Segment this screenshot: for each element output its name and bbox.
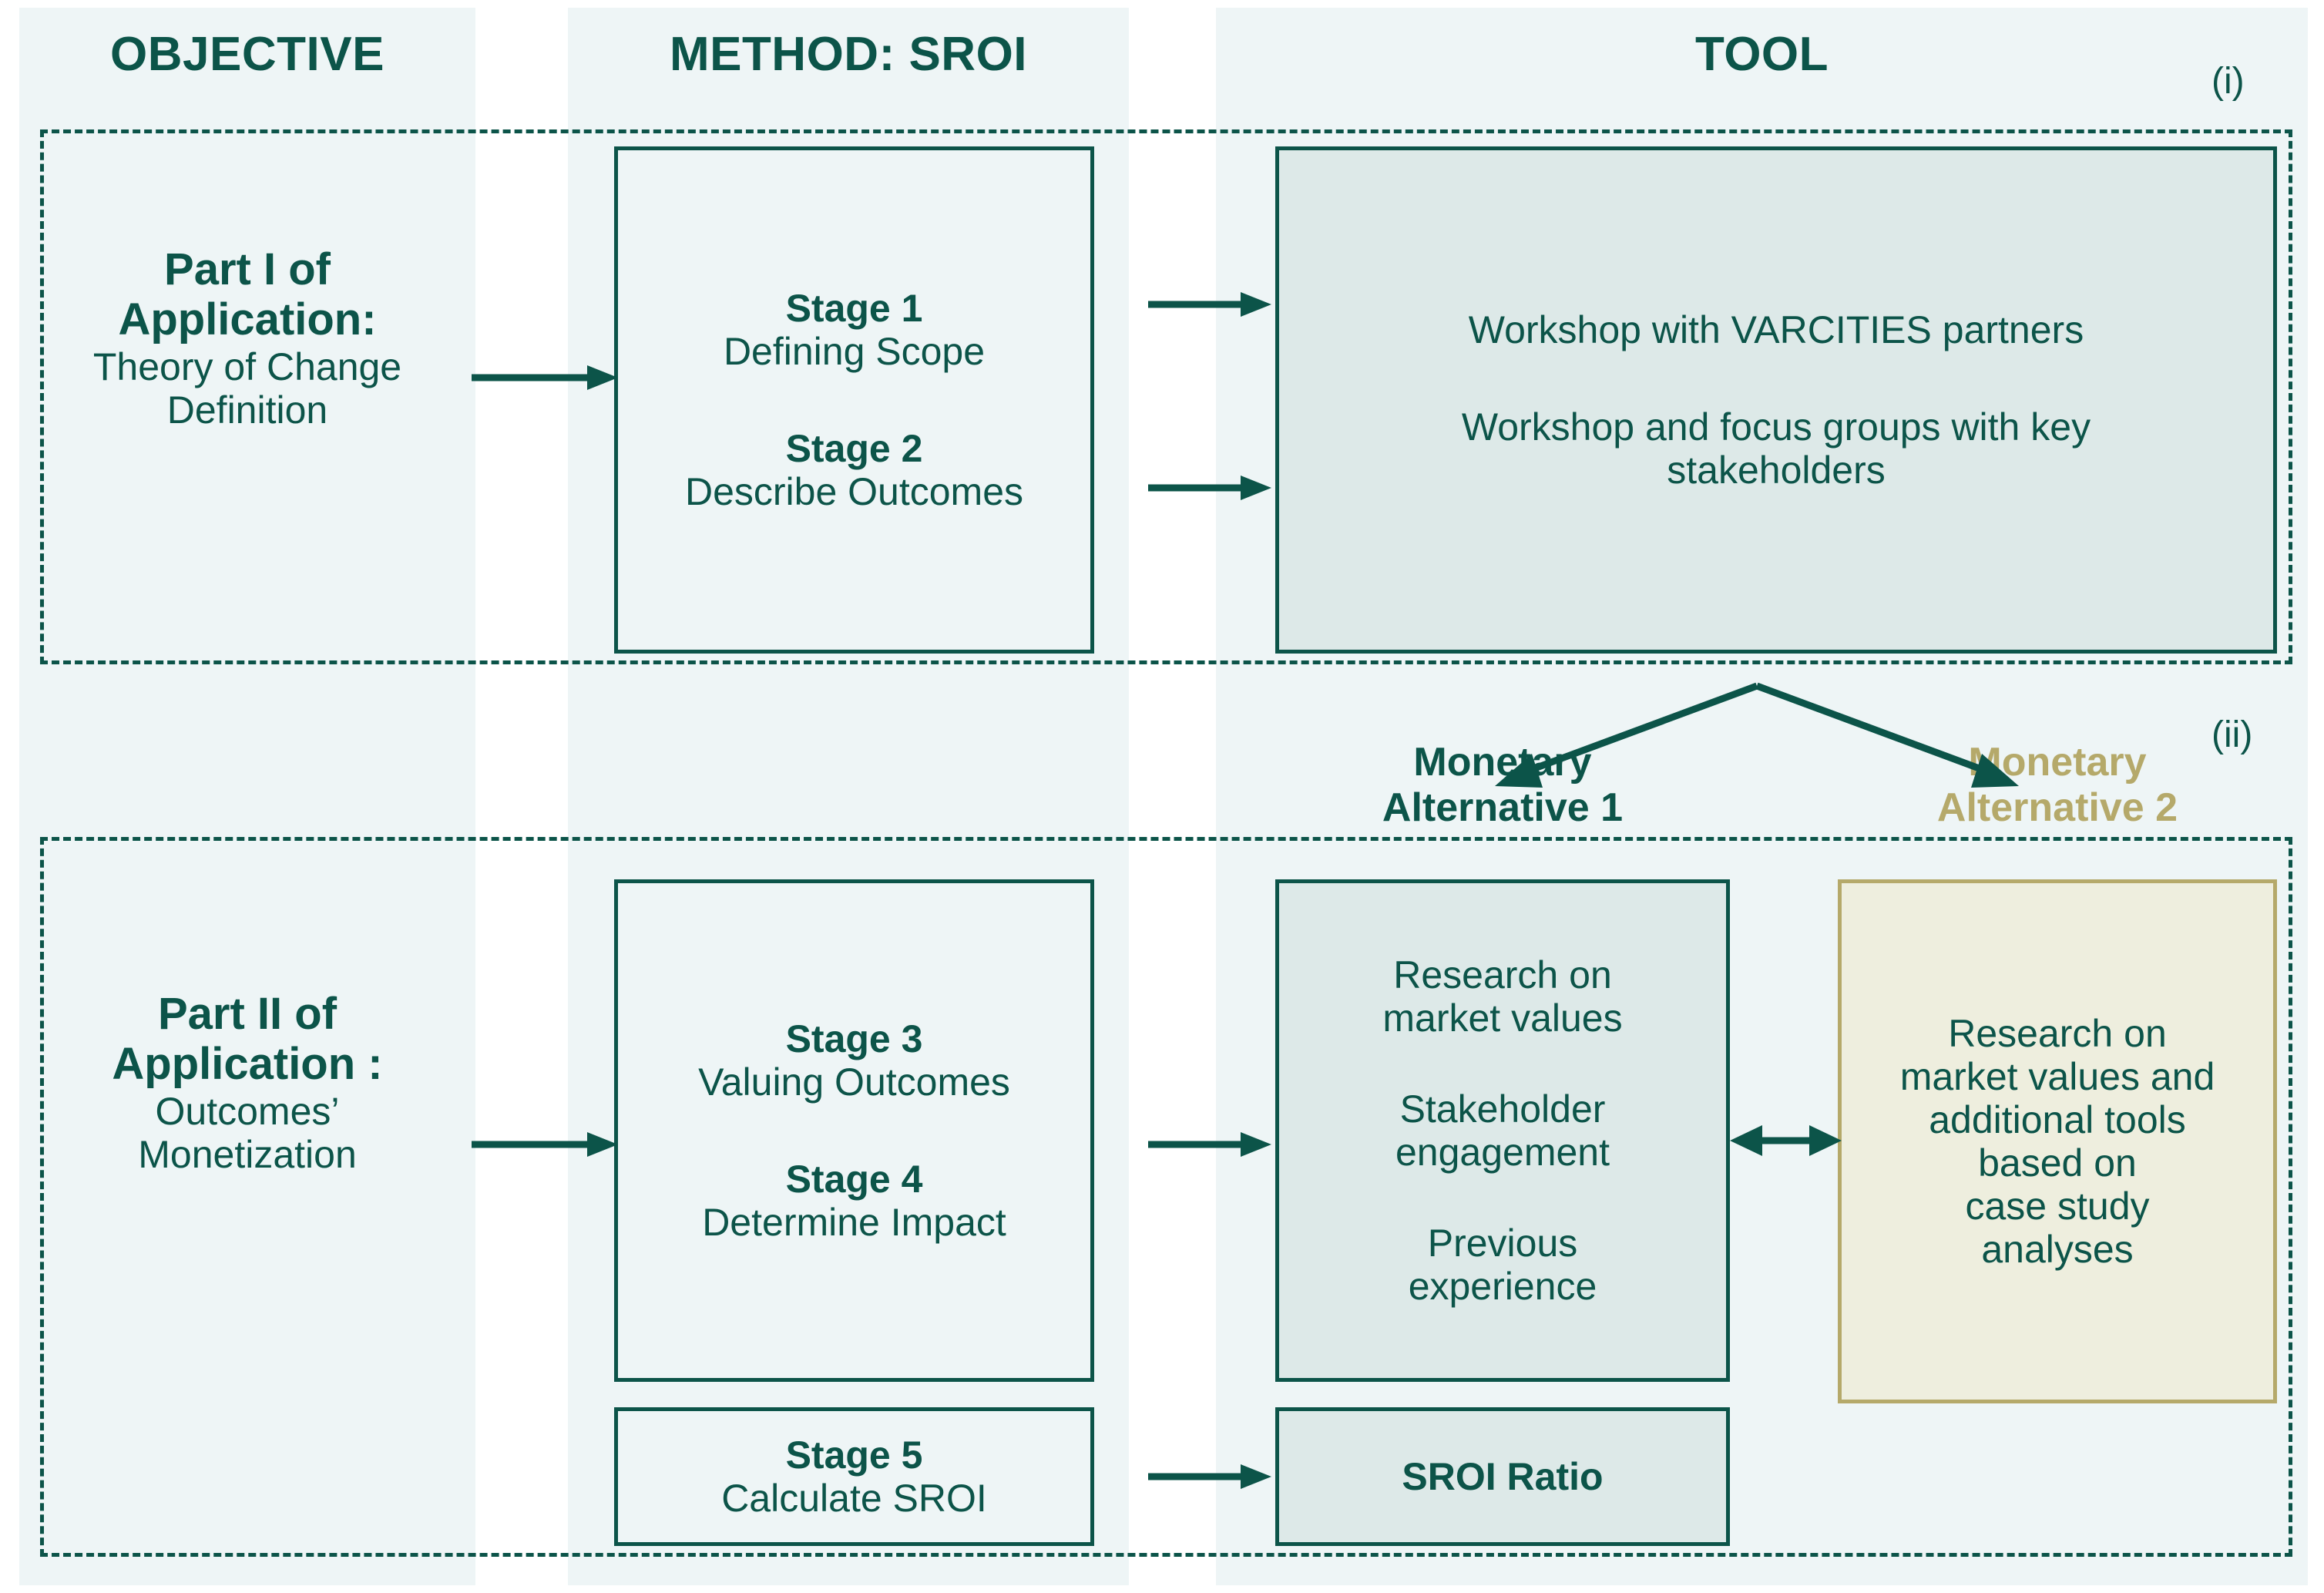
alt2-line1: Research on [1948, 1012, 2167, 1055]
stage-2-label: Stage 2 [785, 427, 923, 470]
stage-4-text: Determine Impact [702, 1201, 1006, 1244]
stage-3-4-box: Stage 3 Valuing Outcomes Stage 4 Determi… [614, 879, 1094, 1382]
tool-item-focus-groups-line1: Workshop and focus groups with key [1461, 405, 2091, 449]
alt2-line3: additional tools [1929, 1098, 2186, 1141]
region-part-two [40, 837, 2292, 1557]
alt1-caption-line1: Monetary [1413, 740, 1592, 785]
alt1-item3-line1: Previous [1427, 1222, 1578, 1265]
part-two-subtitle-line1: Outcomes’ [155, 1089, 340, 1133]
arrow-stages-to-alternative1 [1148, 1132, 1271, 1157]
objective-column-band [19, 8, 475, 1585]
arrow-alternatives-bidirectional [1730, 1125, 1842, 1156]
arrow-objective-to-stages-row1 [472, 365, 618, 390]
alt2-line4: based on [1978, 1141, 2137, 1185]
stage-3-label: Stage 3 [785, 1017, 923, 1060]
tool-box-part-one: Workshop with VARCITIES partners Worksho… [1275, 146, 2277, 654]
sroi-ratio-label: SROI Ratio [1402, 1455, 1604, 1498]
stage-1-label: Stage 1 [785, 287, 923, 330]
monetary-alternative-1-caption: Monetary Alternative 1 [1275, 740, 1730, 832]
row-marker-i: (i) [2211, 61, 2245, 102]
tool-item-focus-groups-line2: stakeholders [1667, 449, 1886, 492]
stage-4-label: Stage 4 [785, 1158, 923, 1201]
arrow-stage5-to-sroi-ratio [1148, 1464, 1271, 1489]
objective-part-one: Part I of Application: Theory of Change … [19, 244, 475, 432]
stage-5-text: Calculate SROI [721, 1477, 987, 1520]
monetary-alternative-2-box: Research on market values and additional… [1838, 879, 2277, 1403]
arrow-branch-to-alternatives [1495, 682, 2019, 788]
column-header-objective: OBJECTIVE [110, 28, 385, 81]
alt1-item2-line2: engagement [1395, 1131, 1610, 1174]
stage-5-box: Stage 5 Calculate SROI [614, 1407, 1094, 1546]
alt1-item3-line2: experience [1408, 1265, 1597, 1308]
part-one-subtitle-line2: Definition [166, 388, 328, 432]
stage-1-2-box: Stage 1 Defining Scope Stage 2 Describe … [614, 146, 1094, 654]
alt1-item1-line2: market values [1382, 996, 1623, 1040]
part-two-title-line1: Part II of [157, 989, 338, 1039]
alt2-caption-line2: Alternative 2 [1936, 785, 2178, 831]
stage-3-text: Valuing Outcomes [698, 1060, 1010, 1104]
stage-5-label: Stage 5 [785, 1433, 923, 1477]
stage-1-text: Defining Scope [723, 330, 986, 373]
alt1-item1-line1: Research on [1393, 953, 1612, 996]
alt1-item2-line1: Stakeholder [1399, 1087, 1606, 1131]
column-header-method: METHOD: SROI [669, 28, 1028, 81]
arrow-stage1-to-tool [1148, 292, 1271, 317]
monetary-alternative-1-box: Research on market values Stakeholder en… [1275, 879, 1730, 1382]
part-one-subtitle-line1: Theory of Change [92, 344, 402, 388]
row-marker-ii: (ii) [2211, 714, 2253, 755]
alt2-line5: case study [1965, 1185, 2150, 1228]
alt2-line2: market values and [1899, 1055, 2215, 1098]
arrow-stage2-to-tool [1148, 476, 1271, 500]
tool-item-workshop-partners: Workshop with VARCITIES partners [1468, 308, 2084, 351]
stage-2-text: Describe Outcomes [684, 470, 1024, 513]
part-one-title-line1: Part I of [164, 244, 331, 294]
arrow-objective-to-stages-row2 [472, 1132, 618, 1157]
alt2-line6: analyses [1981, 1228, 2134, 1271]
part-two-subtitle-line2: Monetization [138, 1132, 357, 1176]
objective-part-two: Part II of Application : Outcomes’ Monet… [19, 989, 475, 1176]
part-two-title-line2: Application : [112, 1038, 383, 1089]
column-header-tool: TOOL [1694, 28, 1829, 81]
sroi-ratio-box: SROI Ratio [1275, 1407, 1730, 1546]
part-one-title-line2: Application: [118, 294, 377, 344]
region-part-one [40, 129, 2292, 664]
alt1-caption-line2: Alternative 1 [1382, 785, 1624, 831]
